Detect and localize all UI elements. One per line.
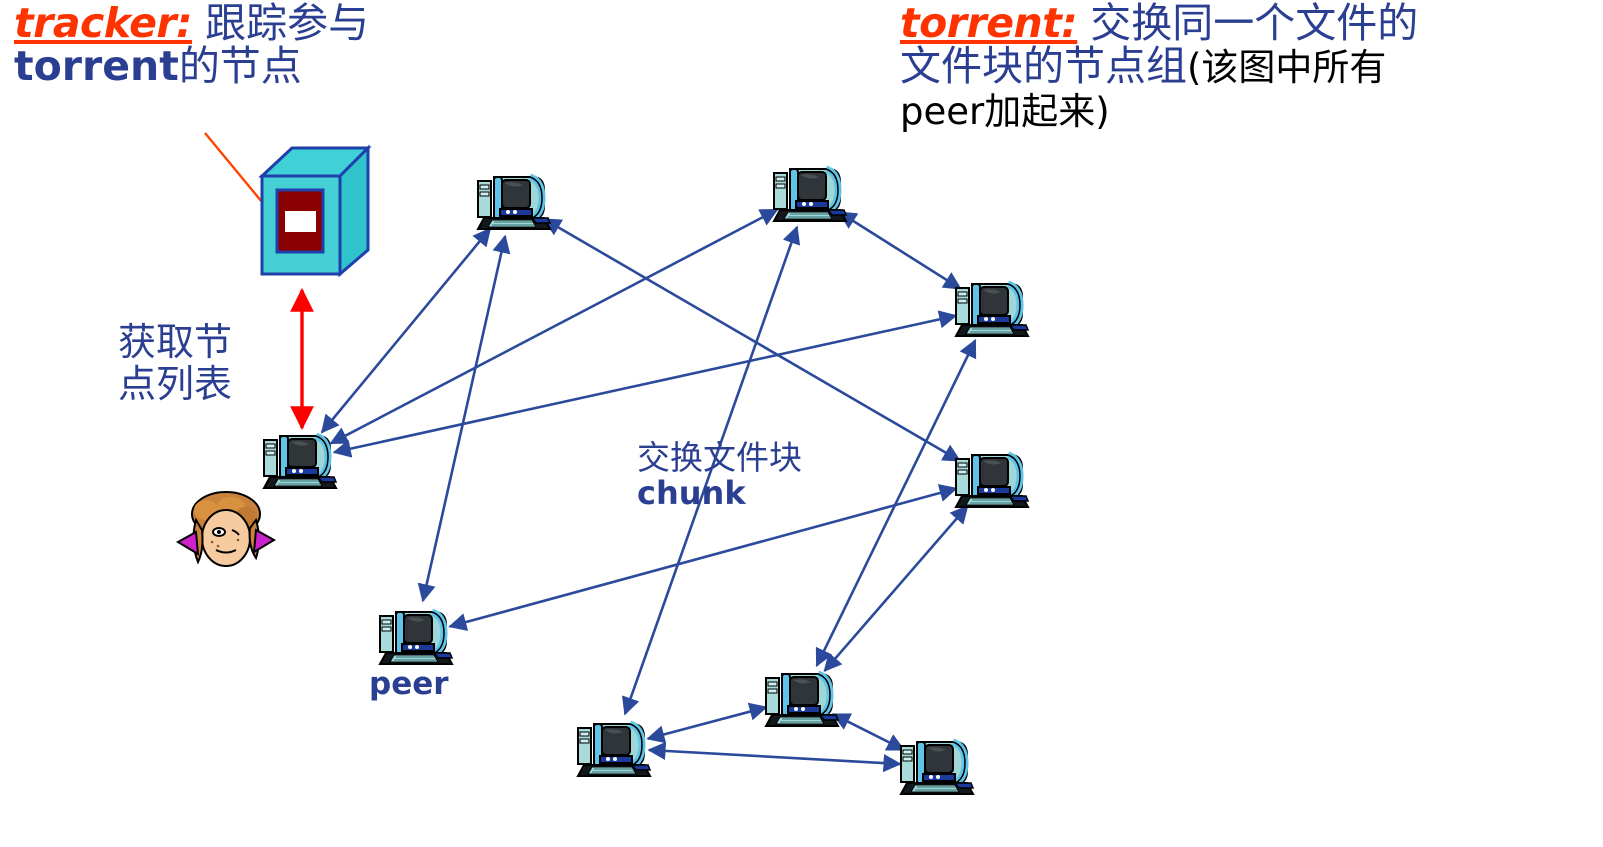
computer-icon bbox=[899, 738, 975, 795]
computer-icon bbox=[476, 173, 552, 230]
user-avatar bbox=[176, 480, 276, 580]
torrent-caption-paren-2: peer加起来) bbox=[900, 89, 1110, 133]
torrent-caption-line-3: peer加起来) bbox=[900, 89, 1418, 132]
peer-node-top-right[interactable] bbox=[766, 157, 852, 229]
torrent-caption-line-1: torrent: 交换同一个文件的 bbox=[900, 0, 1419, 47]
get-peer-list-line-2: 点列表 bbox=[118, 361, 233, 406]
chunk-exchange-arrow bbox=[332, 310, 958, 458]
tracker-caption: tracker: 跟踪参与 torrent的节点 bbox=[14, 0, 370, 89]
tracker-leader-line bbox=[204, 132, 263, 203]
computer-icon bbox=[262, 432, 338, 489]
exchange-chunk-line-1: 交换文件块 bbox=[637, 438, 802, 477]
peer-node-bottom-left[interactable] bbox=[570, 712, 656, 784]
chunk-exchange-arrow bbox=[646, 702, 768, 744]
chunk-exchange-arrow bbox=[542, 217, 962, 463]
chunk-exchange-arrow bbox=[647, 741, 902, 773]
computer-icon bbox=[378, 608, 454, 665]
peer-node-right-upper[interactable] bbox=[948, 272, 1034, 344]
computer-icon bbox=[772, 165, 848, 222]
torrent-caption-cn-2: 文件块的节点组 bbox=[900, 42, 1187, 91]
tracker-caption-torrent-word: torrent bbox=[14, 42, 179, 91]
get-peer-list-label: 获取节点列表 bbox=[118, 320, 233, 406]
peer-node-bottom-mid[interactable] bbox=[758, 662, 844, 734]
torrent-caption-line-2: 文件块的节点组(该图中所有 bbox=[900, 45, 1418, 88]
peer-node-top-left[interactable] bbox=[470, 165, 556, 237]
peer-label: peer bbox=[369, 666, 449, 702]
torrent-caption-cn-1: 交换同一个文件的 bbox=[1077, 0, 1419, 47]
computer-icon bbox=[954, 451, 1030, 508]
computer-icon bbox=[954, 280, 1030, 337]
chunk-exchange-arrow bbox=[621, 225, 801, 716]
get-peer-list-line-1: 获取节 bbox=[118, 320, 233, 364]
torrent-caption: torrent: 交换同一个文件的 文件块的节点组(该图中所有 peer加起来) bbox=[900, 0, 1419, 132]
torrent-caption-paren-1: (该图中所有 bbox=[1187, 46, 1387, 90]
tracker-caption-line-2: torrent的节点 bbox=[14, 45, 369, 88]
torrent-keyword: torrent: bbox=[900, 0, 1078, 47]
tracker-caption-cn-2: 的节点 bbox=[178, 42, 302, 91]
tracker-caption-line-1: tracker: 跟踪参与 bbox=[14, 0, 370, 47]
computer-icon bbox=[764, 670, 840, 727]
tracker-keyword: tracker: bbox=[14, 0, 193, 47]
chunk-exchange-arrow bbox=[823, 505, 969, 672]
exchange-chunk-line-2: chunk bbox=[637, 474, 746, 513]
peer-node-peer-labeled[interactable] bbox=[372, 600, 458, 672]
computer-icon bbox=[576, 720, 652, 777]
tracker-server[interactable] bbox=[256, 142, 376, 284]
peer-node-right-lower[interactable] bbox=[948, 443, 1034, 515]
peer-node-left-main[interactable] bbox=[256, 424, 342, 496]
peer-node-bottom-right[interactable] bbox=[893, 730, 979, 802]
chunk-exchange-arrow bbox=[329, 208, 779, 445]
tracker-caption-cn-1: 跟踪参与 bbox=[192, 0, 370, 47]
girl-face-icon bbox=[176, 491, 276, 567]
chunk-exchange-arrow bbox=[838, 211, 962, 290]
server-box-icon bbox=[258, 144, 372, 278]
